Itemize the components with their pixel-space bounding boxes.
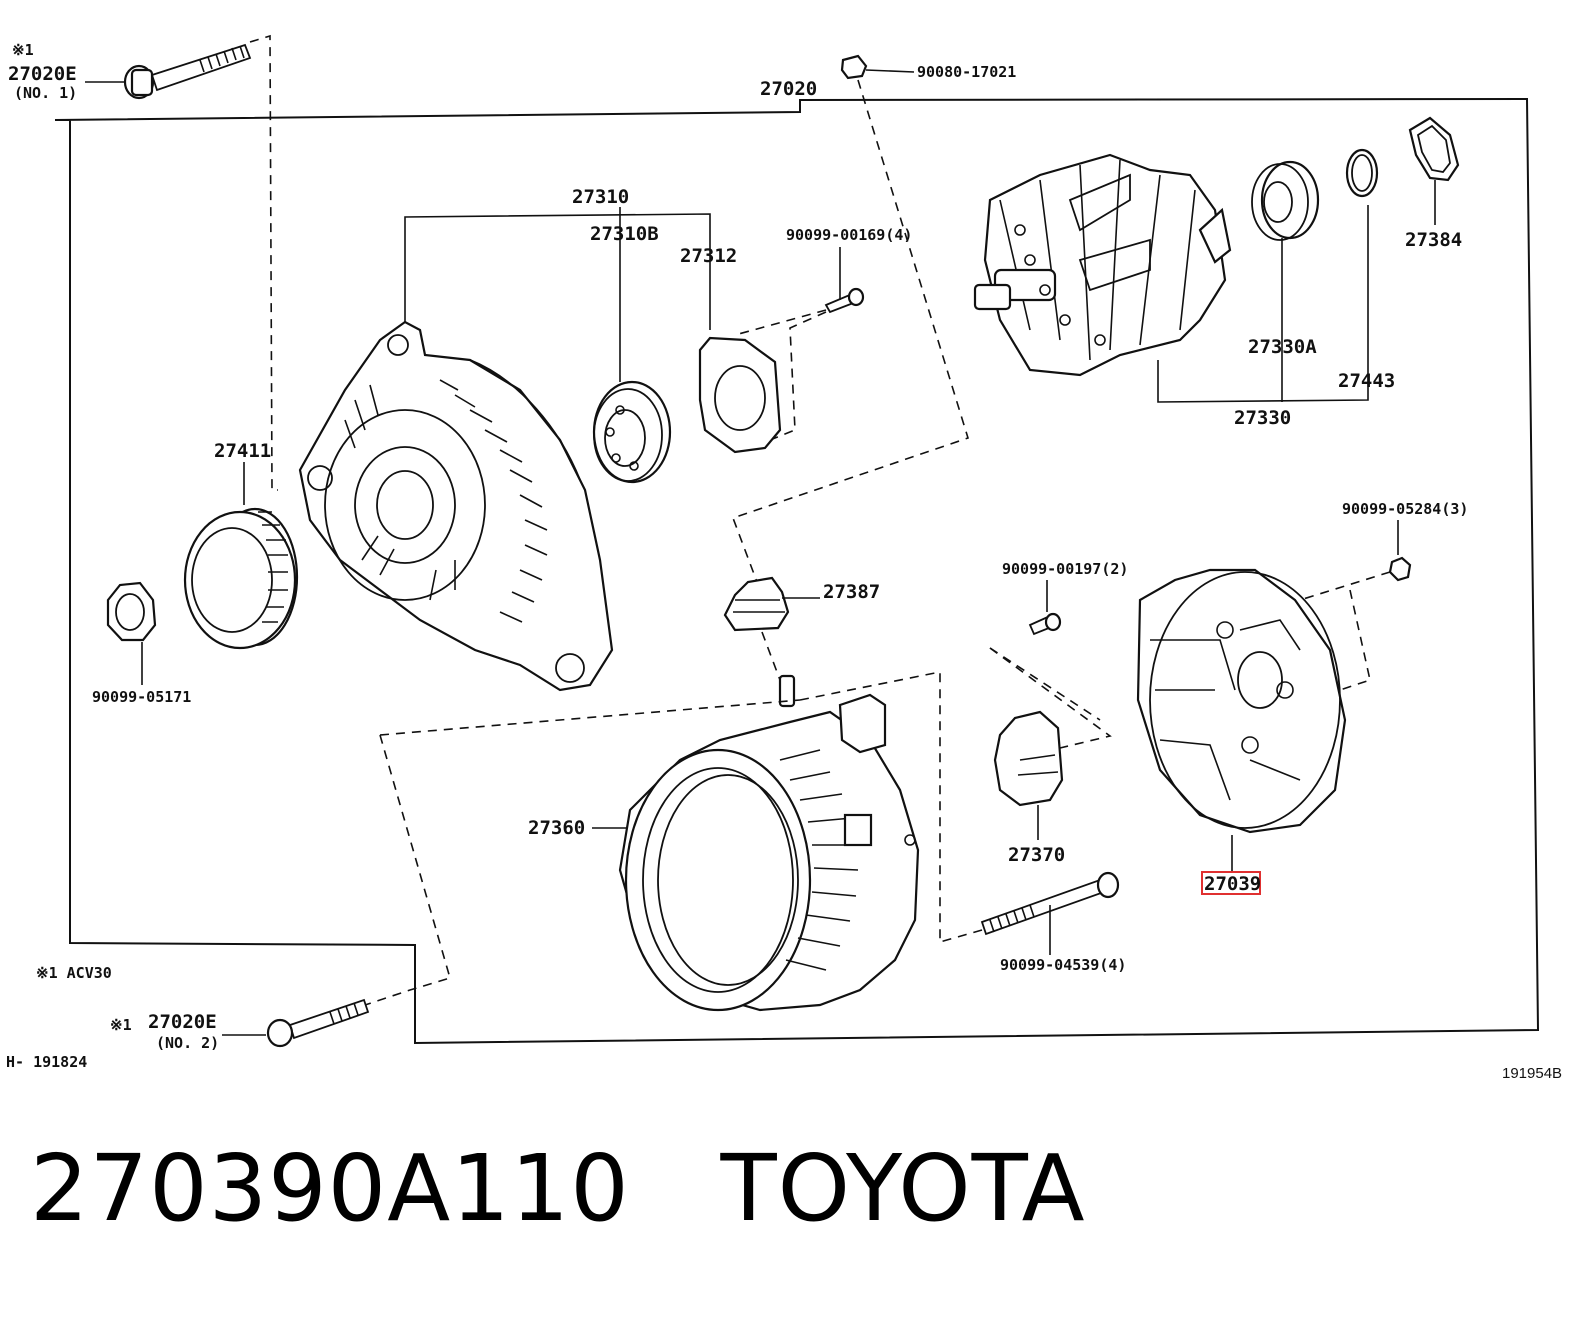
bolt-no2-note: ※1	[110, 1016, 132, 1034]
rotor-rear-bearing[interactable]	[1251, 160, 1320, 241]
bolt-no1-sub: (NO. 1)	[14, 84, 77, 102]
front-bearing[interactable]	[592, 380, 672, 484]
brand-name: TOYOTA	[720, 1135, 1086, 1242]
rear-cover-label[interactable]: 27039	[1204, 873, 1261, 895]
pulley-nut[interactable]	[106, 581, 157, 642]
fig-code-right: 191954B	[1502, 1065, 1562, 1082]
bolt-no1-label[interactable]: 27020E	[8, 63, 77, 85]
frame-group-label[interactable]: 27310	[572, 186, 629, 208]
stator-rear-frame[interactable]	[618, 674, 920, 1012]
drive-end-frame[interactable]	[298, 320, 614, 692]
stator-label[interactable]: 27360	[528, 817, 585, 839]
bolt-no2-sub: (NO. 2)	[156, 1034, 219, 1052]
rotor-bearing-label[interactable]: 27330A	[1248, 336, 1317, 358]
bolt-no2-label[interactable]: 27020E	[148, 1011, 217, 1033]
through-bolt[interactable]	[980, 871, 1120, 936]
brush-holder-label[interactable]: 27370	[1008, 844, 1065, 866]
retainer-label[interactable]: 27312	[680, 245, 737, 267]
note-acv: ※1 ACV30	[36, 964, 112, 982]
brush-holder[interactable]	[993, 710, 1064, 807]
pulley[interactable]	[183, 507, 299, 650]
nut-top[interactable]	[840, 54, 915, 80]
retainer-plate[interactable]	[698, 336, 782, 454]
bolt-no2[interactable]	[266, 998, 370, 1048]
rear-nut-label[interactable]: 90099-05284(3)	[1342, 500, 1468, 518]
rotor-ring-label[interactable]: 27443	[1338, 370, 1395, 392]
rotor-bearing-cover[interactable]	[1408, 116, 1460, 182]
pulley-label[interactable]: 27411	[214, 440, 271, 462]
part-caption: 270390A110 TOYOTA	[30, 1135, 1086, 1242]
fig-code-left: H- 191824	[6, 1053, 87, 1071]
part-number: 270390A110	[30, 1135, 630, 1242]
nut-top-label[interactable]: 90080-17021	[917, 63, 1016, 81]
assy-label[interactable]: 27020	[760, 78, 817, 100]
bolt-no1-note: ※1	[12, 41, 34, 59]
screw-retainer-label[interactable]: 90099-00169(4)	[786, 226, 912, 244]
rotor-bearing-cover-label[interactable]: 27384	[1405, 229, 1462, 251]
brush-screw-label[interactable]: 90099-00197(2)	[1002, 560, 1128, 578]
through-bolt-label[interactable]: 90099-04539(4)	[1000, 956, 1126, 974]
rotor-ring[interactable]	[1345, 148, 1379, 198]
pulley-nut-label[interactable]: 90099-05171	[92, 688, 191, 706]
rear-cover-highlight	[1201, 871, 1261, 895]
rotor[interactable]	[973, 153, 1232, 377]
brush-screw[interactable]	[1028, 612, 1062, 636]
insulator-label[interactable]: 27387	[823, 581, 880, 603]
retainer-screw[interactable]	[824, 287, 865, 314]
bearing-front-label[interactable]: 27310B	[590, 223, 659, 245]
bolt-no1[interactable]	[85, 43, 252, 100]
rear-nut[interactable]	[1388, 556, 1412, 582]
assembly-outline	[54, 97, 1540, 1045]
insulator[interactable]	[723, 576, 790, 632]
rotor-label[interactable]: 27330	[1234, 407, 1291, 429]
rear-cover[interactable]	[1136, 568, 1347, 834]
